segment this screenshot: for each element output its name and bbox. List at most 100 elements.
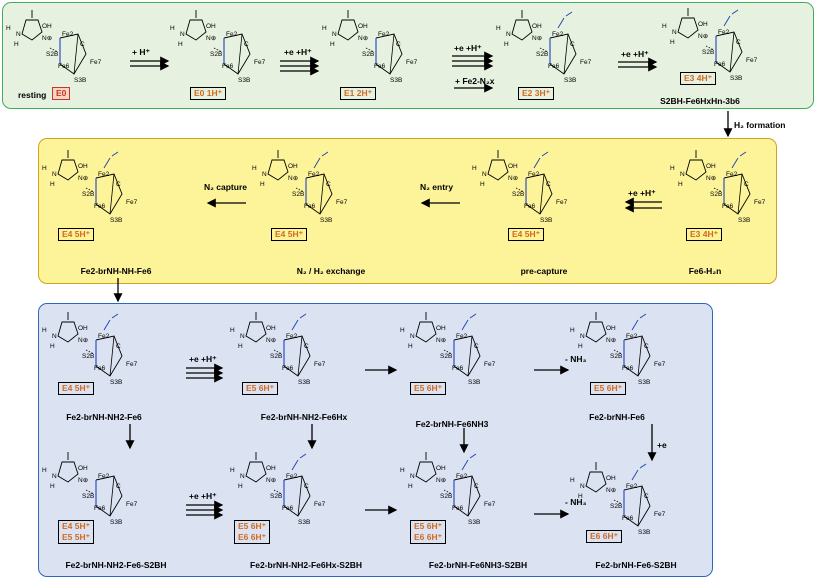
state-badge-e1-2h: E1 2H⁺ — [340, 87, 377, 100]
oh-label: OH — [606, 325, 616, 332]
carbon-label: C — [570, 41, 575, 48]
carbon-label: C — [116, 343, 121, 350]
fe7-label: Fe7 — [126, 361, 138, 368]
s2b-label: S2B — [82, 493, 94, 500]
resting-label: resting — [18, 90, 47, 100]
hydrogen-label: H — [330, 41, 335, 48]
fe6-label: Fe6 — [222, 63, 234, 70]
n-plus-label: N⊕ — [706, 175, 717, 182]
fe6-label: Fe6 — [58, 63, 70, 70]
state-badge-b7: E5 6H⁺ E6 6H⁺ — [410, 520, 447, 544]
fe7-label: Fe7 — [126, 199, 138, 206]
s3b-label: S3B — [540, 217, 552, 224]
s3b-label: S3B — [738, 217, 750, 224]
fe7-label: Fe7 — [484, 361, 496, 368]
oh-label: OH — [288, 163, 298, 170]
fe6-label: Fe6 — [622, 365, 634, 372]
species-name-b8: Fe2-brNH-Fe6-S2BH — [595, 560, 677, 570]
badge-line: E6 6H⁺ — [238, 532, 267, 542]
hydrogen-label: H — [496, 25, 501, 32]
fe7-label: Fe7 — [314, 361, 326, 368]
fe6-label: Fe6 — [452, 365, 464, 372]
n-plus-label: N⊕ — [698, 33, 709, 40]
n-plus-label: N⊕ — [436, 477, 447, 484]
hydrogen-label: H — [238, 343, 243, 350]
nitrogen-label: N — [240, 473, 245, 480]
n2-capture-panel — [38, 138, 777, 284]
carbon-label: C — [644, 493, 649, 500]
nitrogen-label: N — [52, 333, 57, 340]
state-badge-b8: E6 6H⁺ — [586, 530, 623, 543]
fe7-label: Fe7 — [126, 501, 138, 508]
s3b-label: S3B — [298, 379, 310, 386]
carbon-label: C — [744, 181, 749, 188]
fe7-label: Fe7 — [556, 199, 568, 206]
fe6-label: Fe6 — [622, 515, 634, 522]
n-plus-label: N⊕ — [206, 35, 217, 42]
hydrogen-label: H — [670, 165, 675, 172]
arrow-label-e-h-3: +e +H⁺ — [621, 49, 649, 59]
s3b-label: S3B — [638, 529, 650, 536]
carbon-label: C — [474, 483, 479, 490]
badge-line: E5 6H⁺ — [414, 521, 443, 531]
fe2-label: Fe2 — [286, 473, 298, 480]
n-plus-label: N⊕ — [266, 477, 277, 484]
fe2-label: Fe2 — [378, 31, 390, 38]
nitrogen-label: N — [672, 29, 677, 36]
fe7-label: Fe7 — [484, 501, 496, 508]
s3b-label: S3B — [110, 519, 122, 526]
nitrogen-label: N — [332, 31, 337, 38]
state-badge-y2: E4 5H⁺ — [271, 228, 308, 241]
nitrogen-label: N — [680, 171, 685, 178]
s2b-label: S2B — [440, 353, 452, 360]
nitrogen-label: N — [180, 31, 185, 38]
fe6-label: Fe6 — [94, 365, 106, 372]
badge-line: E5 6H⁺ — [238, 521, 267, 531]
carbon-label: C — [326, 181, 331, 188]
s2b-label: S2B — [536, 51, 548, 58]
hydrogen-label: H — [578, 343, 583, 350]
carbon-label: C — [396, 41, 401, 48]
oh-label: OH — [698, 21, 708, 28]
fe2-label: Fe2 — [528, 171, 540, 178]
oh-label: OH — [266, 465, 276, 472]
carbon-label: C — [116, 483, 121, 490]
fe6-label: Fe6 — [94, 505, 106, 512]
fe7-label: Fe7 — [314, 501, 326, 508]
s2b-label: S2B — [702, 49, 714, 56]
hydrogen-label: H — [238, 483, 243, 490]
badge-line: E6 6H⁺ — [414, 532, 443, 542]
hydrogen-label: H — [230, 327, 235, 334]
fe2-label: Fe2 — [98, 171, 110, 178]
arrow-label-e-h-b1: +e +H⁺ — [189, 354, 217, 364]
hydrogen-label: H — [678, 181, 683, 188]
nitrogen-label: N — [580, 483, 585, 490]
hydrogen-label: H — [14, 41, 19, 48]
s3b-label: S3B — [298, 519, 310, 526]
arrow-label-nh3-b2: - NH₃ — [565, 497, 587, 507]
fe6-label: Fe6 — [452, 505, 464, 512]
nitrogen-label: N — [52, 171, 57, 178]
state-badge-b6: E5 6H⁺ E6 6H⁺ — [234, 520, 271, 544]
oh-label: OH — [436, 465, 446, 472]
hydrogen-label: H — [578, 493, 583, 500]
fe7-label: Fe7 — [90, 59, 102, 66]
n-plus-label: N⊕ — [78, 175, 89, 182]
fe2-label: Fe2 — [456, 473, 468, 480]
n-plus-label: N⊕ — [42, 35, 53, 42]
fe7-label: Fe7 — [406, 59, 418, 66]
state-badge-e0-1h: E0 1H⁺ — [190, 87, 227, 100]
carbon-label: C — [116, 181, 121, 188]
fe7-label: Fe7 — [336, 199, 348, 206]
hydrogen-label: H — [42, 165, 47, 172]
s2b-label: S2B — [292, 191, 304, 198]
species-name-b3: Fe2-brNH-Fe6NH3 — [415, 419, 489, 429]
oh-label: OH — [78, 163, 88, 170]
oh-label: OH — [42, 23, 52, 30]
species-name-y2: N₂ / H₂ exchange — [296, 266, 366, 276]
